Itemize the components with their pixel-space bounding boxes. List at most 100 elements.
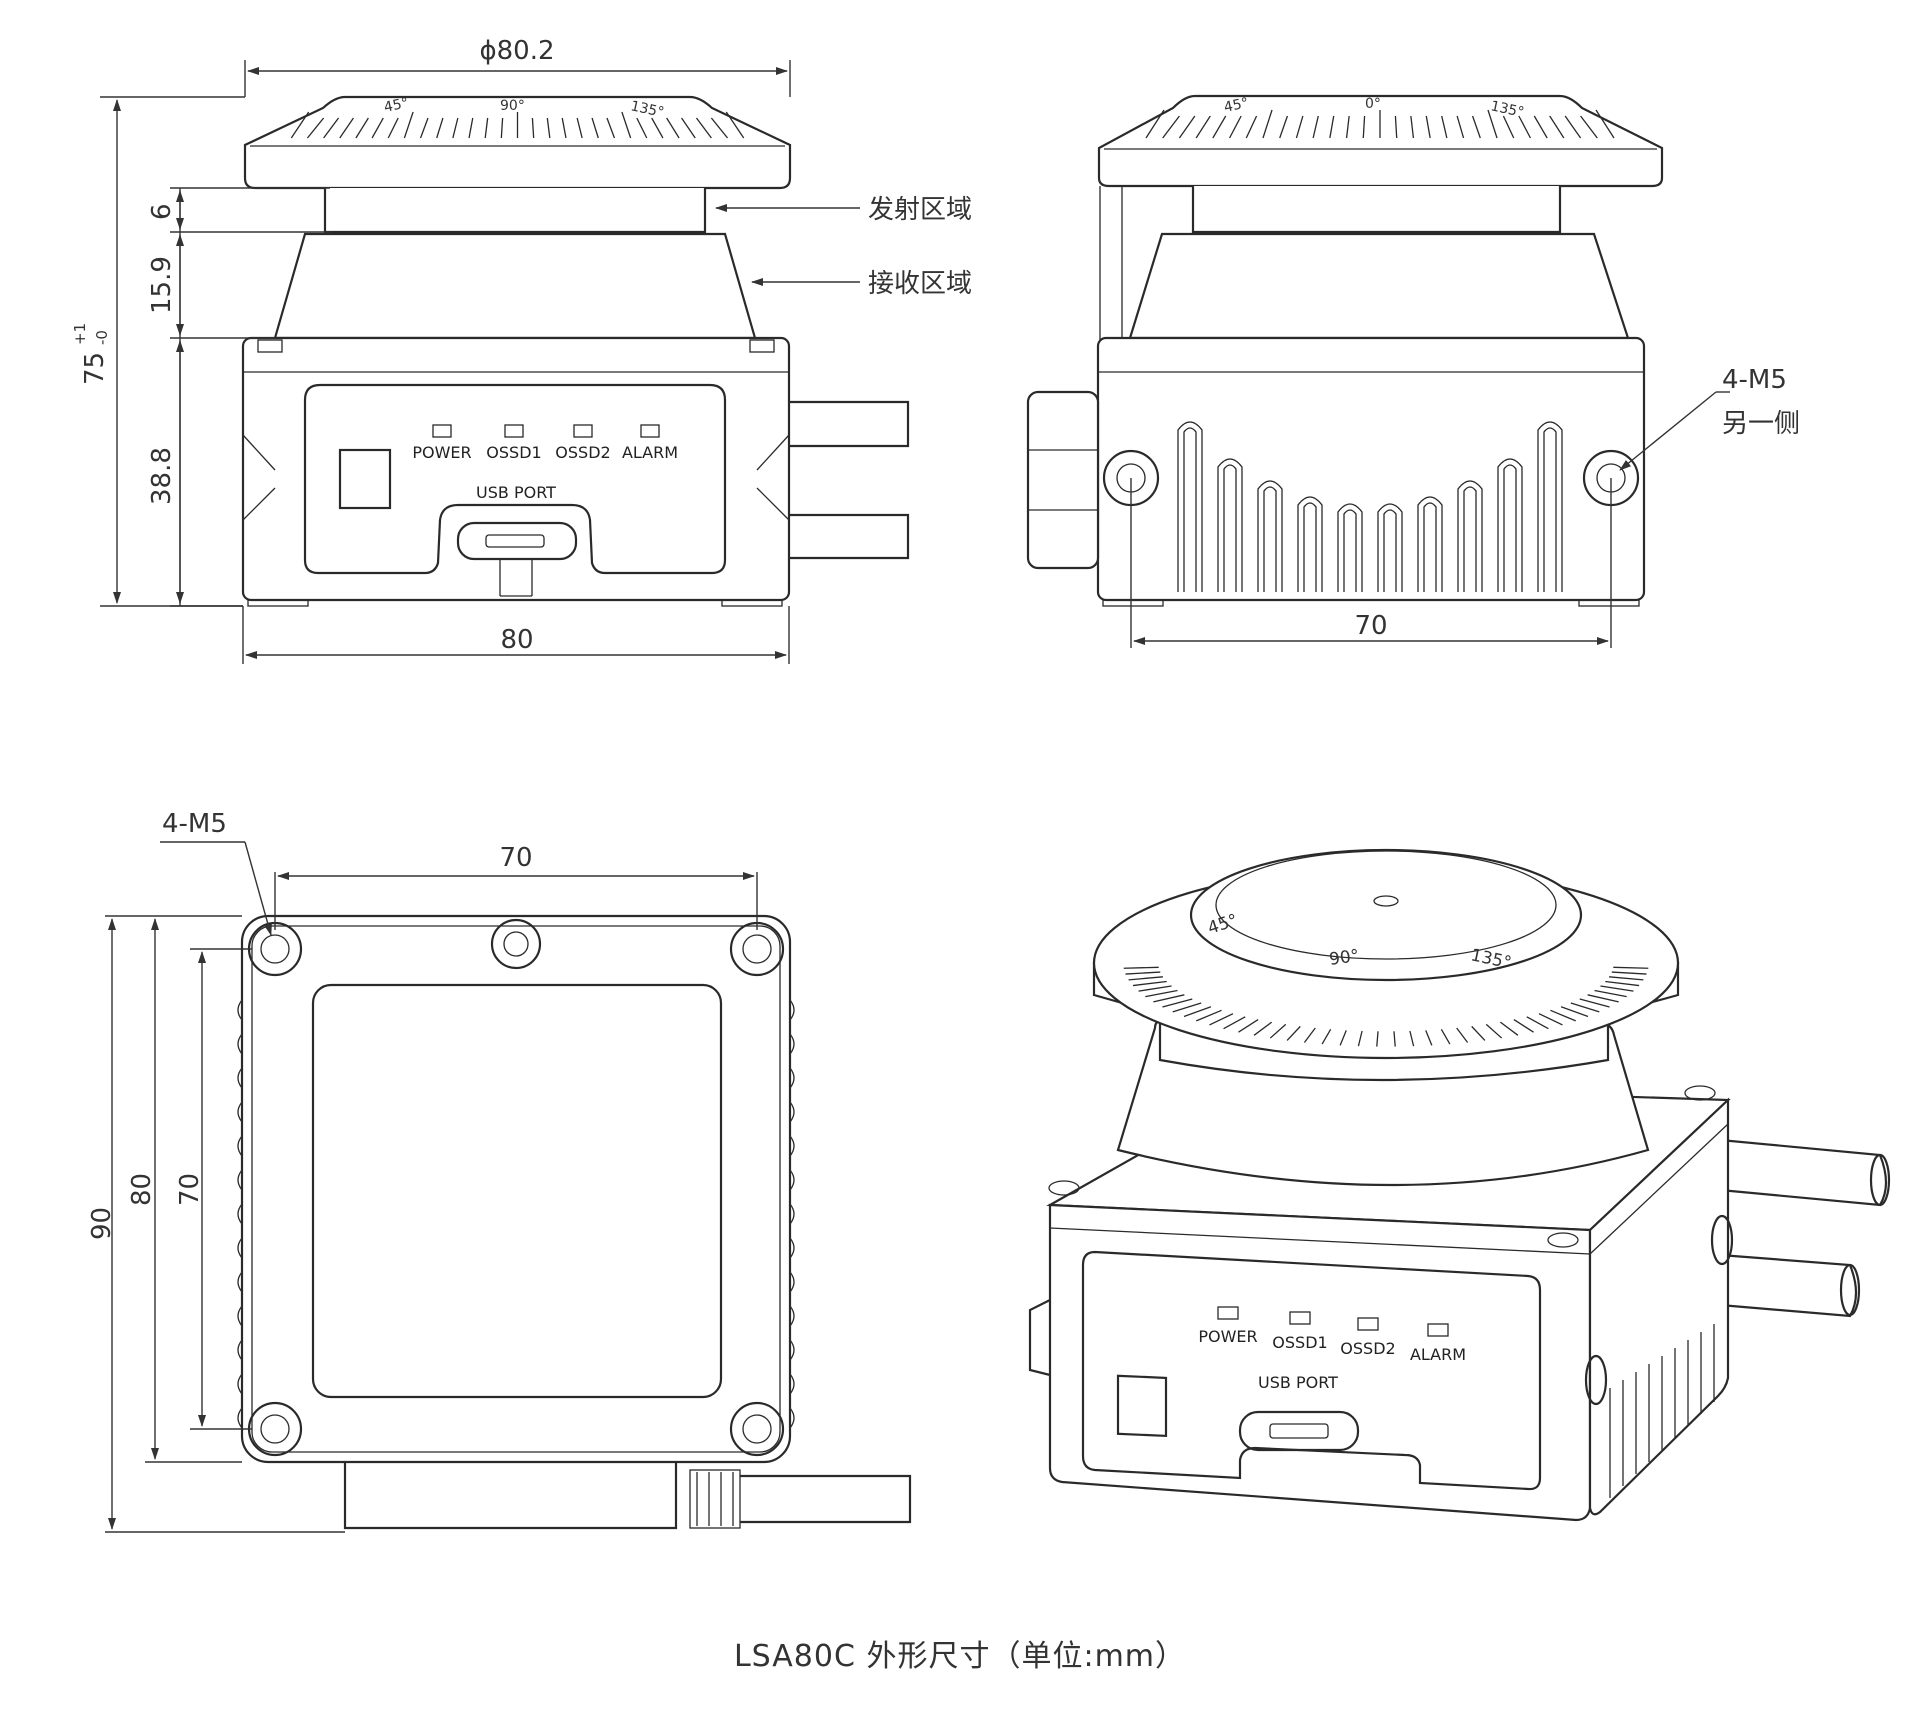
front-dial-ticks	[290, 111, 745, 139]
iso-dial-cap	[1189, 848, 1583, 982]
iso-led-label-power: POWER	[1198, 1327, 1257, 1346]
dial-tick	[531, 117, 535, 139]
front-sensor-square	[338, 448, 392, 510]
dial-tick	[1580, 115, 1598, 139]
dial-tick	[1502, 115, 1515, 139]
dial-tick	[1518, 115, 1532, 139]
side-bump-right	[789, 1135, 795, 1157]
front-dim-base-height: 38.8	[147, 447, 177, 505]
iso-dial-tick	[1253, 1021, 1273, 1036]
bottom-dim-hole-spacing-v: 70	[175, 1173, 205, 1206]
front-led-label-power: POWER	[412, 443, 471, 462]
dial-tick	[1471, 115, 1481, 139]
bottom-dim-depth-total: 90	[87, 1207, 117, 1240]
dial-tick	[1329, 115, 1335, 139]
front-led-ossd2	[573, 424, 593, 438]
side-bump-right	[789, 1305, 795, 1327]
dial-tick	[1549, 115, 1565, 139]
side-bump-left	[237, 1339, 243, 1361]
front-dim-total-tol-lower: -0	[93, 330, 111, 345]
front-dim-width: 80	[500, 625, 533, 655]
dial-tick	[290, 111, 310, 139]
iso-dial-tick	[1162, 998, 1193, 1008]
front-led-ossd1	[504, 424, 524, 438]
dial-tick	[666, 117, 680, 139]
side-bump-right	[789, 999, 795, 1021]
bottom-label-thread: 4-M5	[162, 809, 227, 839]
side-bump-left	[237, 1101, 243, 1123]
iso-dial-tick	[1339, 1030, 1347, 1046]
bottom-side-fins	[237, 999, 795, 1429]
dial-tick	[1178, 115, 1196, 139]
iso-dial-tick	[1485, 1023, 1503, 1039]
dial-tick	[591, 117, 599, 139]
iso-dial-tick	[1238, 1019, 1259, 1033]
side-dim-hole-spacing: 70	[1354, 611, 1387, 641]
dial-tick	[681, 117, 696, 139]
side-label-thread: 4-M5	[1722, 365, 1787, 395]
side-bump-left	[237, 1373, 243, 1395]
side-bump-left	[237, 1305, 243, 1327]
iso-led-label-alarm: ALARM	[1410, 1345, 1466, 1364]
dial-tick	[576, 117, 583, 139]
side-bump-left	[237, 1067, 243, 1089]
front-scale-mark-45: 45°	[383, 95, 411, 116]
cooling-fin	[1217, 458, 1243, 592]
dial-tick	[339, 117, 354, 139]
iso-dial-tick	[1393, 1031, 1396, 1047]
cooling-fin-inner	[1303, 502, 1317, 592]
front-dim-total-height: 75	[80, 352, 110, 385]
dial-tick	[436, 117, 444, 139]
bottom-pad	[311, 983, 723, 1399]
cooling-fin-inner	[1503, 464, 1517, 592]
iso-dial-tick	[1357, 1030, 1363, 1047]
front-emitter-window	[323, 188, 707, 234]
dial-tick	[1362, 115, 1366, 139]
iso-dial-tick	[1145, 989, 1178, 998]
dial-tick	[419, 117, 429, 139]
front-scale-mark-135: 135°	[629, 98, 665, 121]
iso-dial-tick	[1560, 1006, 1589, 1018]
label-emit-zone: 发射区域	[868, 195, 972, 225]
label-receive-zone: 接收区域	[868, 269, 972, 299]
dial-tick	[1162, 115, 1180, 139]
dial-tick	[387, 117, 399, 139]
bottom-dim-hole-spacing-h: 70	[499, 843, 532, 873]
dial-tick	[1279, 115, 1289, 139]
bottom-cable-lead	[740, 1474, 912, 1524]
dial-tick	[1456, 115, 1465, 139]
iso-dial-tick	[1303, 1027, 1316, 1043]
side-scale-mark-0: 0°	[1365, 96, 1381, 112]
cooling-fin	[1337, 503, 1363, 592]
dial-tick	[1212, 115, 1227, 139]
cooling-fin-inner	[1223, 464, 1237, 592]
bottom-dim-depth-body: 80	[127, 1173, 157, 1206]
dial-tick	[1245, 115, 1258, 139]
iso-box-right	[1588, 1097, 1730, 1516]
dial-tick	[606, 117, 616, 139]
iso-dial-tick	[1609, 976, 1644, 981]
bottom-hole-br	[729, 1401, 785, 1457]
side-label-thread-side: 另一侧	[1722, 409, 1800, 439]
iso-usb-label: USB PORT	[1258, 1373, 1338, 1392]
side-bump-right	[789, 1237, 795, 1259]
side-bump-left	[237, 1271, 243, 1293]
dial-tick	[725, 111, 745, 139]
iso-dial-tick	[1471, 1025, 1486, 1041]
cooling-fin-inner	[1183, 427, 1197, 592]
dial-tick	[371, 117, 384, 139]
side-receiver-cone	[1128, 232, 1630, 340]
cooling-fin	[1417, 496, 1443, 592]
front-led-power	[432, 424, 452, 438]
iso-view: POWER OSSD1 OSSD2 ALARM USB PORT 45° 90°…	[1028, 848, 1891, 1522]
dial-tick	[452, 117, 459, 139]
iso-dial-tick	[1123, 966, 1159, 969]
dial-tick	[1228, 115, 1242, 139]
front-led-label-ossd1: OSSD1	[486, 443, 541, 462]
iso-dial-tick	[1594, 989, 1627, 998]
iso-dial-tick	[1587, 994, 1619, 1003]
iso-dial-tick	[1579, 998, 1610, 1008]
iso-led-power	[1217, 1306, 1239, 1320]
dial-tick	[710, 117, 729, 139]
